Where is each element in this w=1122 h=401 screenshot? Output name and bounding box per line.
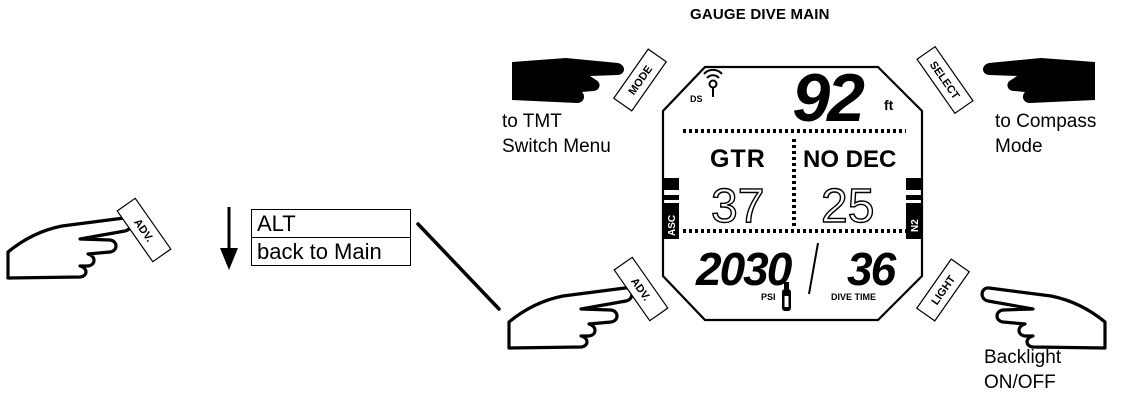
dive-time-value: 36 — [847, 243, 897, 295]
slash-divider — [808, 242, 819, 295]
nodec-label: NO DEC — [803, 146, 896, 173]
pressure-value: 2030 — [695, 243, 793, 295]
gtr-label: GTR — [710, 145, 766, 173]
mode-button[interactable]: MODE — [612, 48, 668, 112]
light-button[interactable]: LIGHT — [915, 258, 971, 322]
n2-label: N2 — [910, 219, 921, 232]
dive-time-label: DIVE TIME — [831, 292, 876, 302]
asc-label: ASC — [667, 215, 678, 236]
select-hand-icon — [983, 58, 1095, 103]
n2-bar-graph: N2 — [906, 178, 922, 239]
pressure-unit: PSI — [761, 292, 776, 302]
diagram-title: GAUGE DIVE MAIN — [690, 6, 830, 23]
connector-line — [416, 222, 501, 311]
depth-value: 92 — [792, 60, 865, 136]
select-button[interactable]: SELECT — [916, 45, 974, 115]
nodec-value: 25 — [821, 180, 874, 233]
select-caption: to Compass Mode — [995, 111, 1097, 157]
menu-list: ALT back to Main — [251, 209, 411, 266]
left-adv-hand-icon — [6, 216, 133, 280]
down-arrow-icon — [220, 207, 238, 270]
asc-bar-graph: ASC — [663, 178, 679, 239]
light-hand-icon — [980, 286, 1107, 350]
mode-caption: to TMT Switch Menu — [502, 111, 611, 157]
menu-item-back-to-main: back to Main — [252, 237, 410, 265]
menu-item-alt: ALT — [257, 211, 296, 236]
light-caption: Backlight ON/OFF — [984, 347, 1062, 393]
ds-label: DS — [690, 94, 703, 104]
depth-unit: ft — [884, 97, 894, 113]
mode-hand-icon — [512, 58, 624, 103]
transmitter-icon — [703, 68, 723, 97]
adv-hand-icon — [507, 286, 634, 350]
gtr-value: 37 — [711, 180, 764, 233]
tank-icon — [782, 282, 791, 311]
